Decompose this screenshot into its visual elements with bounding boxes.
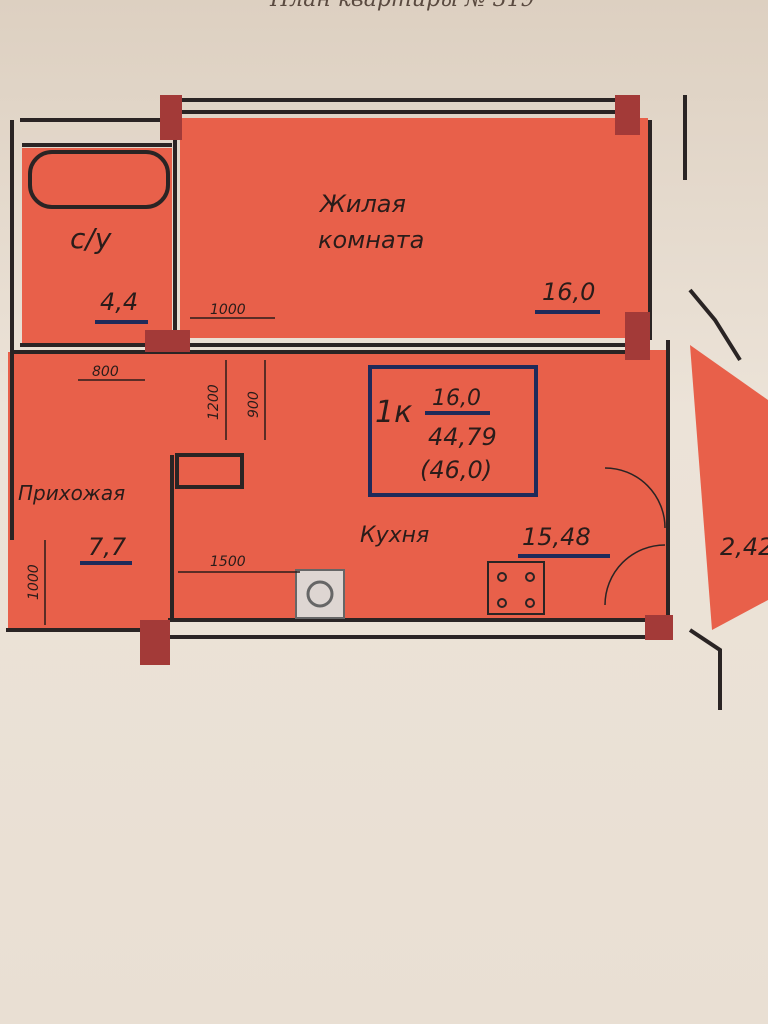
kitchen-area: 15,48 bbox=[522, 523, 591, 551]
bathroom bbox=[22, 148, 172, 343]
dimension-1000-left: 1000 bbox=[26, 564, 42, 600]
apartment-type: 1к bbox=[375, 395, 412, 430]
dimension-1500: 1500 bbox=[210, 554, 246, 570]
living-room-name: Жилая bbox=[318, 190, 406, 218]
room-fills bbox=[8, 118, 768, 632]
columns bbox=[140, 95, 673, 665]
ventilation-icon bbox=[295, 569, 345, 619]
hallway-name: Прихожая bbox=[18, 481, 125, 505]
living-room-name-2: комната bbox=[318, 226, 424, 254]
summary-living-area: 16,0 bbox=[432, 386, 481, 411]
dimension-1200: 1200 bbox=[206, 384, 222, 420]
kitchen-name: Кухня bbox=[360, 523, 429, 548]
bathtub-icon bbox=[28, 150, 170, 209]
stove-icon bbox=[487, 561, 545, 615]
dimension-800: 800 bbox=[92, 364, 119, 380]
bathroom-name: с/у bbox=[70, 222, 112, 255]
summary-total-with-balcony: (46,0) bbox=[420, 456, 492, 484]
summary-frame bbox=[368, 365, 538, 497]
living-room-area: 16,0 bbox=[542, 278, 595, 306]
hallway-area: 7,7 bbox=[88, 533, 127, 561]
hallway bbox=[8, 352, 170, 632]
bathroom-area: 4,4 bbox=[100, 288, 138, 316]
balcony-area: 2,42 bbox=[720, 533, 768, 561]
walls bbox=[6, 95, 742, 710]
balcony bbox=[690, 345, 768, 630]
plan-title: План квартиры № 319 bbox=[269, 0, 535, 12]
dimension-900: 900 bbox=[246, 391, 262, 418]
door-swing-icon bbox=[604, 467, 666, 606]
living-room bbox=[180, 118, 648, 338]
dimension-1000-top: 1000 bbox=[210, 302, 246, 318]
summary-total-area: 44,79 bbox=[428, 423, 497, 451]
kitchen bbox=[170, 350, 668, 618]
